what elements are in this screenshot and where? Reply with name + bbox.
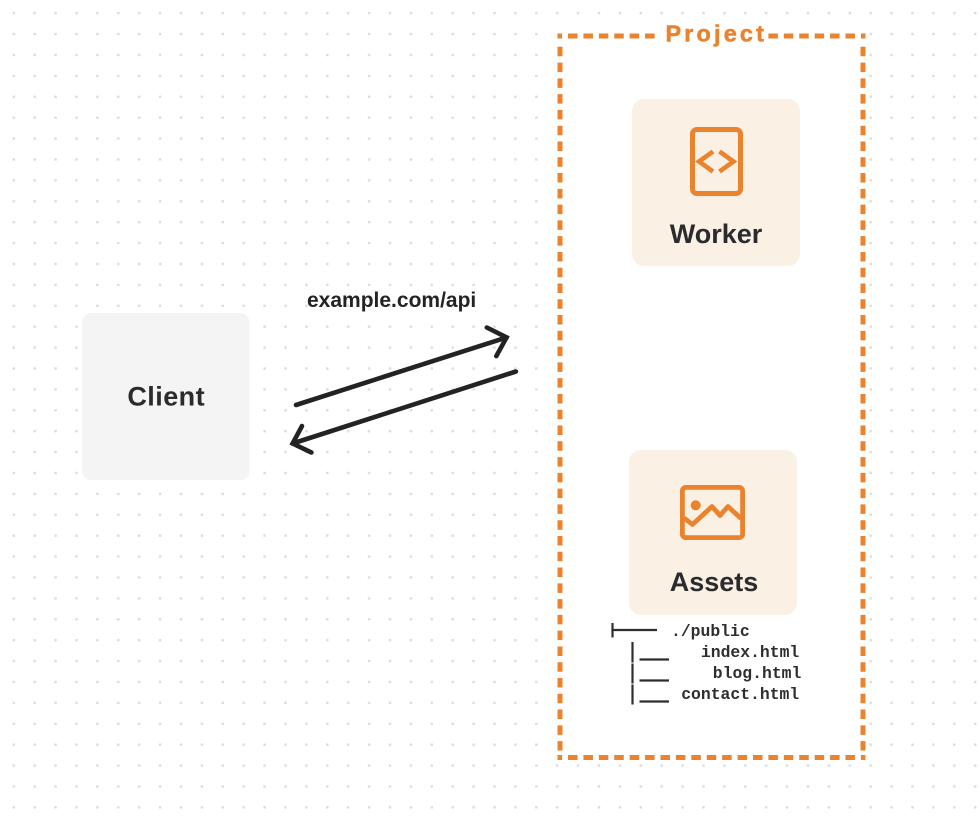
svg-text:contact.html: contact.html [681, 685, 799, 704]
svg-text:blog.html: blog.html [713, 664, 802, 683]
svg-text:example.com/api: example.com/api [307, 289, 476, 312]
svg-text:index.html: index.html [701, 643, 800, 662]
svg-text:Project: Project [665, 20, 767, 46]
svg-text:Client: Client [127, 382, 205, 412]
svg-text:Worker: Worker [670, 219, 763, 249]
svg-text:Assets: Assets [670, 567, 759, 597]
svg-text:./public: ./public [671, 622, 750, 641]
